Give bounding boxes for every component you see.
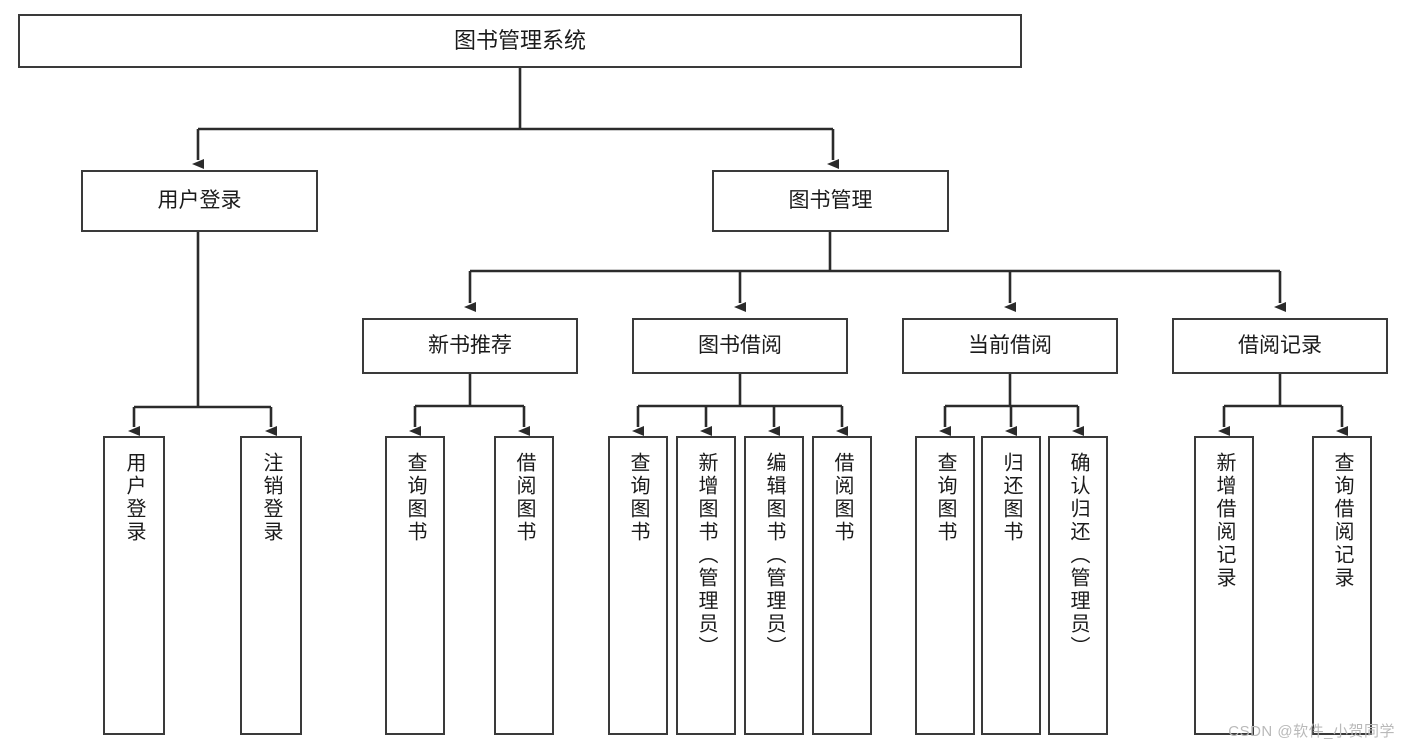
node-root[interactable]: 图书管理系统: [18, 14, 1022, 68]
leaf-book-borrow-add[interactable]: 新增图书（管理员）: [676, 436, 736, 735]
node-book-borrow[interactable]: 图书借阅: [632, 318, 848, 374]
leaf-new-book-borrow[interactable]: 借阅图书: [494, 436, 554, 735]
node-borrow-records[interactable]: 借阅记录: [1172, 318, 1388, 374]
leaf-book-borrow-borrow[interactable]: 借阅图书: [812, 436, 872, 735]
leaf-user-login-signout[interactable]: 注销登录: [240, 436, 302, 735]
node-label: 查询图书: [627, 452, 649, 544]
node-label: 注销登录: [260, 452, 282, 544]
node-label: 查询图书: [404, 452, 426, 544]
leaf-current-borrow-query[interactable]: 查询图书: [915, 436, 975, 735]
node-label: 当前借阅: [968, 333, 1052, 357]
node-label: 查询图书: [934, 452, 956, 544]
node-label: 图书借阅: [698, 333, 782, 357]
node-book-management[interactable]: 图书管理: [712, 170, 949, 232]
leaf-book-borrow-query[interactable]: 查询图书: [608, 436, 668, 735]
leaf-borrow-record-query[interactable]: 查询借阅记录: [1312, 436, 1372, 735]
node-user-login[interactable]: 用户登录: [81, 170, 318, 232]
leaf-current-borrow-confirm-return[interactable]: 确认归还（管理员）: [1048, 436, 1108, 735]
leaf-current-borrow-return[interactable]: 归还图书: [981, 436, 1041, 735]
node-current-borrow[interactable]: 当前借阅: [902, 318, 1118, 374]
node-label: 新书推荐: [428, 333, 512, 357]
node-new-book-recommend[interactable]: 新书推荐: [362, 318, 578, 374]
node-label: 确认归还（管理员）: [1067, 452, 1089, 659]
node-label: 借阅图书: [513, 452, 535, 544]
node-label: 图书管理: [788, 188, 873, 212]
node-label: 图书管理系统: [453, 28, 586, 54]
node-label: 编辑图书（管理员）: [763, 452, 785, 659]
node-label: 归还图书: [1000, 452, 1022, 544]
leaf-user-login-signin[interactable]: 用户登录: [103, 436, 165, 735]
node-label: 新增借阅记录: [1213, 452, 1235, 590]
node-label: 查询借阅记录: [1331, 452, 1353, 590]
node-label: 借阅图书: [831, 452, 853, 544]
leaf-borrow-record-add[interactable]: 新增借阅记录: [1194, 436, 1254, 735]
watermark: CSDN @软件_小贺同学: [1228, 723, 1395, 740]
node-label: 用户登录: [157, 188, 242, 212]
leaf-new-book-query[interactable]: 查询图书: [385, 436, 445, 735]
node-label: 借阅记录: [1238, 333, 1322, 357]
leaf-book-borrow-edit[interactable]: 编辑图书（管理员）: [744, 436, 804, 735]
node-label: 新增图书（管理员）: [695, 452, 717, 659]
node-label: 用户登录: [123, 452, 145, 544]
